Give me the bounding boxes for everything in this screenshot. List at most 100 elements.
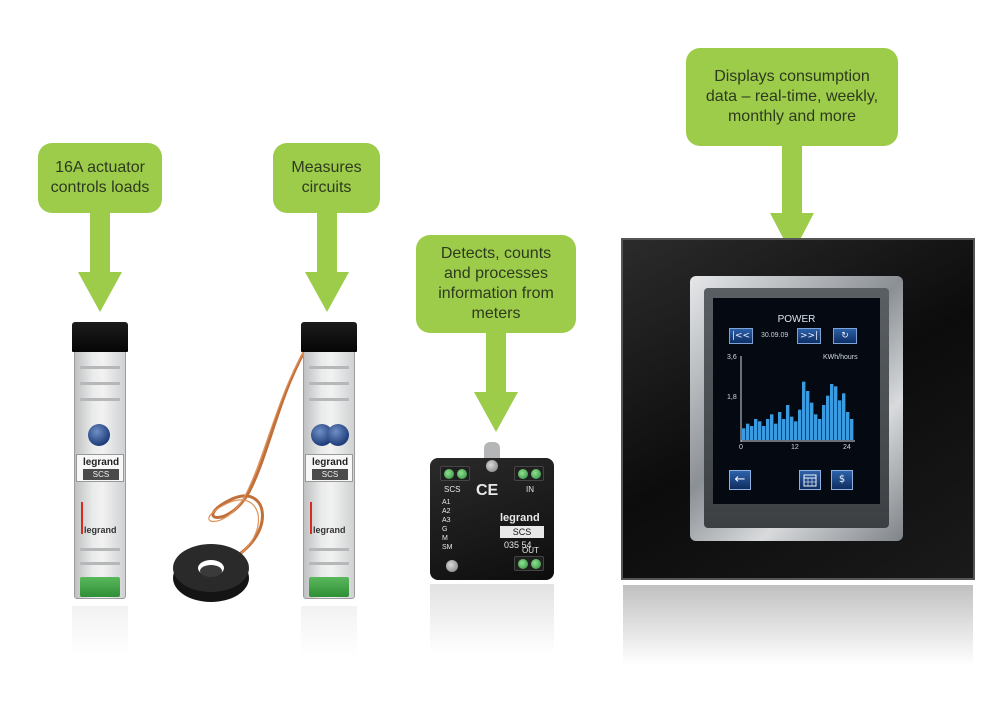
callout-measures-line1: Measures: [291, 159, 362, 176]
chart-bar: [754, 419, 758, 440]
y-tick-top: 3,6: [727, 354, 737, 361]
input-label: A2: [442, 508, 451, 515]
chart-bar: [834, 386, 838, 440]
status-led: [88, 424, 110, 446]
terminal-block: [514, 466, 544, 481]
chart-bar: [810, 402, 814, 440]
cost-button[interactable]: $: [831, 470, 853, 490]
arrow-down-icon: [770, 145, 814, 255]
callout-displays-line1: Displays consumption: [714, 68, 870, 85]
chart-bar: [774, 423, 778, 440]
callout-detects-line4: meters: [471, 305, 521, 322]
actuator-reflection: [72, 606, 128, 656]
panel-reflection: [623, 585, 973, 665]
callout-displays: Displays consumption data – real-time, w…: [686, 48, 898, 146]
chart-bar: [742, 428, 746, 440]
callout-detects: Detects, counts and processes informatio…: [416, 235, 576, 333]
callout-measures: Measures circuits: [273, 143, 380, 213]
chart-bar: [850, 419, 854, 440]
calendar-button[interactable]: [799, 470, 821, 490]
chart-bar: [786, 405, 790, 440]
arrow-left-icon: ←: [734, 472, 746, 487]
chart-bar: [778, 412, 782, 440]
screen-title: POWER: [777, 314, 816, 325]
refresh-button[interactable]: ↻: [833, 328, 857, 344]
chart-bar: [750, 426, 754, 440]
callout-displays-line3: monthly and more: [727, 108, 857, 125]
callout-detects-line2: and processes: [443, 265, 549, 282]
arrow-down-icon: [474, 332, 518, 432]
chart-bar: [770, 414, 774, 440]
chart-bar: [762, 426, 766, 440]
terminal-block: [514, 556, 544, 571]
arrow-down-icon: [305, 212, 349, 312]
skip-forward-button[interactable]: >>|: [797, 328, 821, 344]
input-label: A1: [442, 499, 451, 506]
chart-bar: [826, 395, 830, 440]
chart-bar: [798, 409, 802, 440]
back-button[interactable]: ←: [729, 470, 751, 490]
x-tick-start: 0: [739, 444, 743, 451]
input-label: A3: [442, 517, 451, 524]
chart-bar: [814, 414, 818, 440]
brand-label-bottom: legrand: [84, 525, 117, 535]
terminal-block: [309, 577, 349, 597]
x-tick-end: 24: [843, 444, 851, 451]
chart-bar: [830, 384, 834, 440]
in-port-label: IN: [526, 485, 534, 494]
callout-measures-line2: circuits: [301, 179, 352, 196]
chart-bar: [782, 419, 786, 440]
screw-icon: [486, 460, 498, 472]
brand-label: legrand: [311, 457, 349, 468]
brand-plate: legrand SCS: [76, 454, 124, 482]
callout-detects-line3: information from: [438, 285, 554, 302]
chart-bar: [842, 393, 846, 440]
input-label: M: [442, 535, 448, 542]
arrow-down-icon: [78, 212, 122, 312]
status-led: [327, 424, 349, 446]
chart-bar: [822, 405, 826, 440]
chart-bar: [846, 412, 850, 440]
callout-displays-line2: data – real-time, weekly,: [705, 88, 879, 105]
mounting-tab: [484, 442, 500, 460]
power-chart: [740, 356, 855, 442]
chart-bar: [794, 421, 798, 440]
terminal-block: [80, 577, 120, 597]
measure-module: legrand SCS legrand: [301, 322, 357, 607]
calendar-icon: [803, 474, 817, 487]
chart-bar: [790, 416, 794, 440]
scs-label: SCS: [83, 469, 119, 480]
skip-back-button[interactable]: |<<: [729, 328, 753, 344]
callout-actuator-line1: 16A actuator: [55, 159, 145, 176]
x-tick-mid: 12: [791, 444, 799, 451]
input-label: G: [442, 526, 448, 533]
brand-label: legrand: [82, 457, 120, 468]
scs-badge: SCS: [500, 526, 544, 538]
screen-date: 30.09.09: [761, 332, 789, 339]
chart-bar: [818, 419, 822, 440]
chart-bar: [766, 419, 770, 440]
out-port-label: OUT: [522, 546, 539, 555]
current-sensor: [173, 544, 249, 602]
y-tick-mid: 1,8: [727, 394, 737, 401]
interface-reflection: [430, 584, 554, 654]
unit-label: KWh/hours: [823, 354, 858, 361]
chart-bar: [758, 421, 762, 440]
meter-interface: SCS CE IN OUT A1 A2 A3 G M SM legrand SC…: [430, 442, 554, 580]
input-label: SM: [442, 544, 453, 551]
chart-bar: [806, 391, 810, 440]
brand-label: legrand: [500, 512, 540, 524]
scs-label: SCS: [312, 469, 348, 480]
measure-reflection: [301, 606, 357, 656]
ce-mark: CE: [476, 482, 499, 499]
callout-detects-line1: Detects, counts: [440, 245, 552, 262]
screw-icon: [446, 560, 458, 572]
input-list: A1 A2 A3 G M SM: [442, 498, 462, 552]
chart-bar: [802, 381, 806, 440]
chart-bar: [746, 423, 750, 440]
currency-icon: $: [838, 474, 846, 485]
product-code: 035 54: [504, 540, 532, 550]
chart-bar: [838, 400, 842, 440]
callout-actuator-line2: controls loads: [50, 179, 150, 196]
brand-plate: legrand SCS: [305, 454, 353, 482]
